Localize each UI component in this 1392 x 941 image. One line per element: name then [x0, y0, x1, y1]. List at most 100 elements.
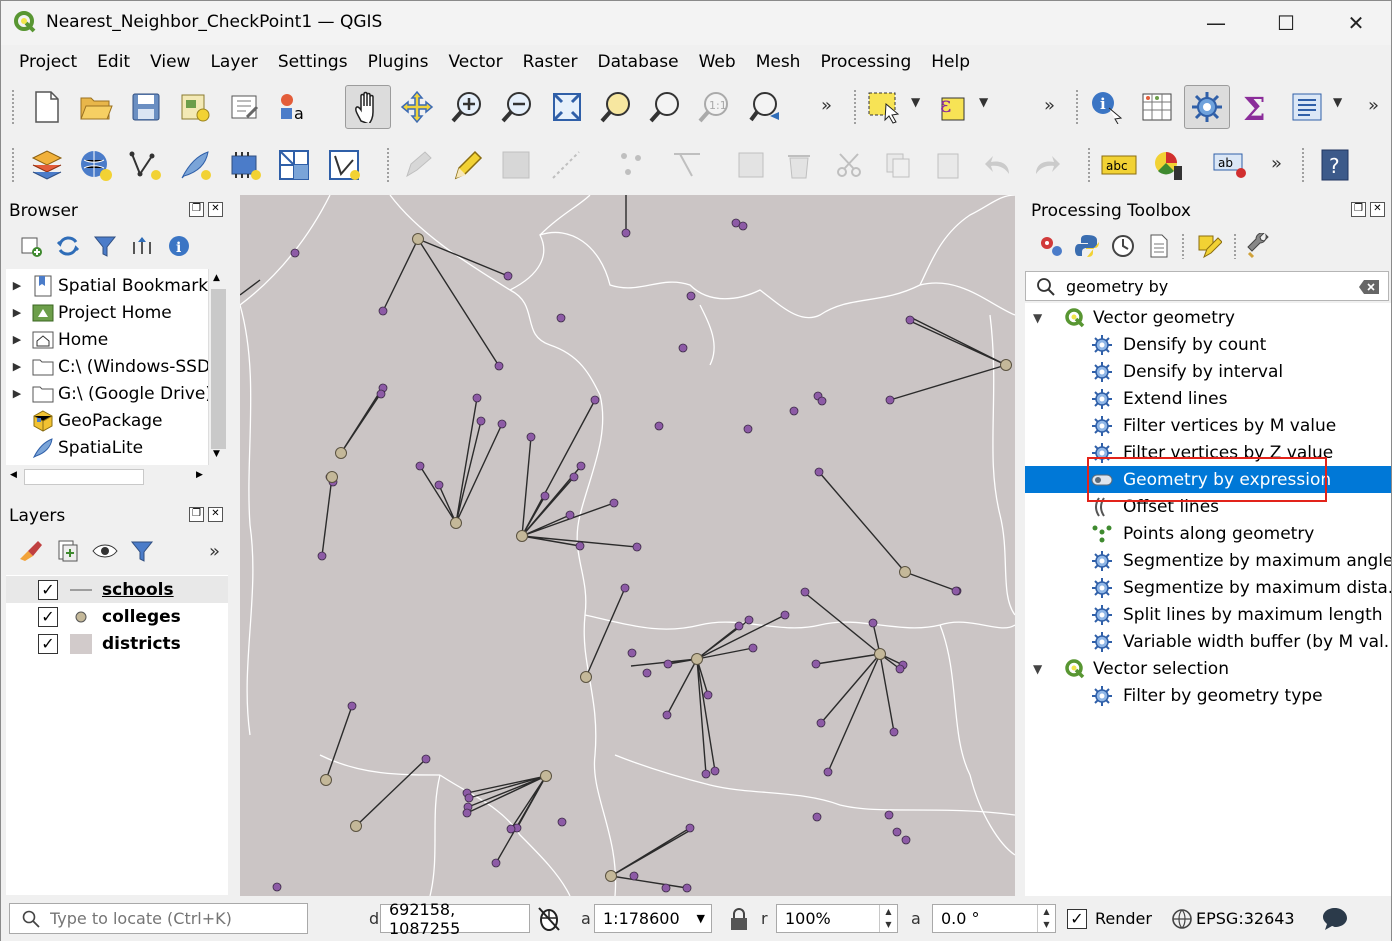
menu-raster[interactable]: Raster: [522, 52, 578, 72]
edit-attributes-icon[interactable]: [731, 145, 771, 185]
group-vector-selection[interactable]: ▼ Vector selection: [1033, 658, 1229, 679]
results-viewer-icon[interactable]: [1139, 226, 1179, 266]
tool-filter-by-geometry-type[interactable]: Filter by geometry type: [1025, 682, 1391, 709]
scroll-left-icon[interactable]: ◀: [10, 470, 17, 480]
close-panel-icon[interactable]: ✕: [1370, 202, 1385, 217]
undo-icon[interactable]: [978, 145, 1018, 185]
menu-settings[interactable]: Settings: [277, 52, 348, 72]
toolbar-grip[interactable]: [1087, 147, 1091, 183]
add-selected-layers-icon[interactable]: [11, 226, 51, 266]
modify-attributes-icon[interactable]: [667, 145, 707, 185]
menu-help[interactable]: Help: [931, 52, 970, 72]
edit-features-in-place-icon[interactable]: [1189, 226, 1229, 266]
current-edits-icon[interactable]: [398, 145, 438, 185]
scroll-down-icon[interactable]: ▼: [213, 449, 220, 459]
toolbar-overflow-3[interactable]: »: [1368, 95, 1380, 116]
browser-item-home[interactable]: ▶ Home: [6, 326, 108, 353]
save-edits-icon[interactable]: [496, 145, 536, 185]
minimize-button[interactable]: —: [1206, 11, 1226, 35]
expand-arrow-icon[interactable]: ▶: [12, 333, 22, 346]
render-checkbox[interactable]: ✓: [1067, 909, 1087, 929]
locator-input[interactable]: [50, 909, 300, 928]
select-by-expression-icon[interactable]: ε: [933, 87, 973, 127]
processing-toolbox-icon[interactable]: [1184, 85, 1230, 129]
properties-info-icon[interactable]: i: [159, 226, 199, 266]
add-group-icon[interactable]: [48, 531, 88, 571]
layer-styling-icon[interactable]: [11, 531, 51, 571]
new-virtual-layer-icon[interactable]: [274, 145, 314, 185]
zoom-native-icon[interactable]: 1:1: [694, 87, 734, 127]
expand-arrow-icon[interactable]: ▶: [12, 279, 22, 292]
diagram-options-icon[interactable]: [1149, 145, 1189, 185]
history-icon[interactable]: [1103, 226, 1143, 266]
toolbar-overflow-2[interactable]: »: [1044, 95, 1056, 116]
layer-visibility-checkbox[interactable]: ✓: [38, 579, 58, 600]
statistical-summary-icon[interactable]: Σ: [1236, 87, 1276, 127]
search-input[interactable]: [1066, 275, 1356, 297]
scroll-thumb[interactable]: [24, 469, 144, 485]
clear-search-icon[interactable]: [1358, 279, 1380, 295]
label-toolbar-icon[interactable]: abc: [1099, 145, 1139, 185]
layer-item-schools[interactable]: ✓ schools: [6, 576, 228, 603]
close-button[interactable]: ✕: [1347, 11, 1365, 35]
new-shapefile-layer-icon[interactable]: [125, 145, 165, 185]
menu-processing[interactable]: Processing: [820, 52, 912, 72]
coordinate-field[interactable]: 692158, 1087255: [380, 900, 530, 938]
browser-item-g-drive[interactable]: ▶ G:\ (Google Drive): [6, 380, 209, 407]
expand-arrow-icon[interactable]: ▶: [12, 306, 22, 319]
save-project-icon[interactable]: [126, 87, 166, 127]
toolbar-grip[interactable]: [11, 89, 15, 125]
zoom-out-icon[interactable]: [497, 87, 537, 127]
new-spatialite-layer-icon[interactable]: [175, 145, 215, 185]
new-print-layout-icon[interactable]: [175, 87, 215, 127]
digitize-line-icon[interactable]: [546, 145, 586, 185]
maximize-button[interactable]: ☐: [1277, 11, 1295, 35]
toolbar-grip[interactable]: [11, 147, 15, 183]
magnifier-spinbox[interactable]: 100% ▲▼: [776, 904, 898, 933]
messages-icon[interactable]: [1321, 906, 1349, 932]
scale-dropdown-icon[interactable]: ▼: [696, 912, 705, 925]
toolbar-grip[interactable]: [1301, 147, 1305, 183]
toolbar-grip[interactable]: [1181, 233, 1185, 259]
rotation-spin-arrows[interactable]: ▲▼: [1037, 905, 1055, 932]
lock-scale-icon[interactable]: [729, 907, 749, 931]
magnifier-spin-arrows[interactable]: ▲▼: [879, 905, 897, 932]
show-layout-icon[interactable]: [1287, 87, 1327, 127]
left-dock-splitter[interactable]: [231, 195, 240, 896]
options-wrench-icon[interactable]: [1239, 226, 1279, 266]
menu-database[interactable]: Database: [597, 52, 679, 72]
expression-dropdown-icon[interactable]: ▼: [979, 95, 989, 109]
rotation-spinbox[interactable]: 0.0 ° ▲▼: [932, 904, 1056, 933]
zoom-in-icon[interactable]: [447, 87, 487, 127]
tool-variable-width-buffer[interactable]: Variable width buffer (by M val...: [1025, 628, 1391, 655]
zoom-to-layer-icon[interactable]: [645, 87, 685, 127]
toolbox-search[interactable]: [1025, 271, 1389, 301]
menu-web[interactable]: Web: [698, 52, 736, 72]
delete-selected-icon[interactable]: [779, 145, 819, 185]
collapse-arrow-icon[interactable]: ▼: [1033, 661, 1043, 676]
tool-densify-by-count[interactable]: Densify by count: [1025, 331, 1391, 358]
crs-globe-icon[interactable]: [1171, 908, 1195, 930]
right-dock-splitter[interactable]: [1015, 195, 1024, 896]
tool-split-lines-by-length[interactable]: Split lines by maximum length: [1025, 601, 1391, 628]
zoom-full-icon[interactable]: [547, 87, 587, 127]
help-contents-icon[interactable]: ?: [1315, 145, 1355, 185]
menu-plugins[interactable]: Plugins: [367, 52, 429, 72]
pan-map-icon[interactable]: [345, 85, 391, 129]
layer-visibility-checkbox[interactable]: ✓: [38, 606, 58, 627]
float-panel-icon[interactable]: ❐: [189, 202, 204, 217]
float-panel-icon[interactable]: ❐: [189, 507, 204, 522]
redo-icon[interactable]: [1027, 145, 1067, 185]
browser-item-geopackage[interactable]: GeoPackage: [6, 407, 163, 434]
menu-project[interactable]: Project: [19, 52, 78, 72]
menu-view[interactable]: View: [150, 52, 191, 72]
toolbar-overflow-1[interactable]: »: [821, 95, 833, 116]
collapse-arrow-icon[interactable]: ▼: [1033, 310, 1043, 325]
layout-manager-icon[interactable]: [225, 87, 265, 127]
copy-features-icon[interactable]: [878, 145, 918, 185]
toolbar-grip[interactable]: [1233, 233, 1237, 259]
crs-label[interactable]: EPSG:32643: [1196, 909, 1295, 928]
toggle-editing-icon[interactable]: [447, 145, 487, 185]
tool-geometry-by-expression[interactable]: Geometry by expression: [1025, 466, 1391, 493]
menu-layer[interactable]: Layer: [210, 52, 258, 72]
